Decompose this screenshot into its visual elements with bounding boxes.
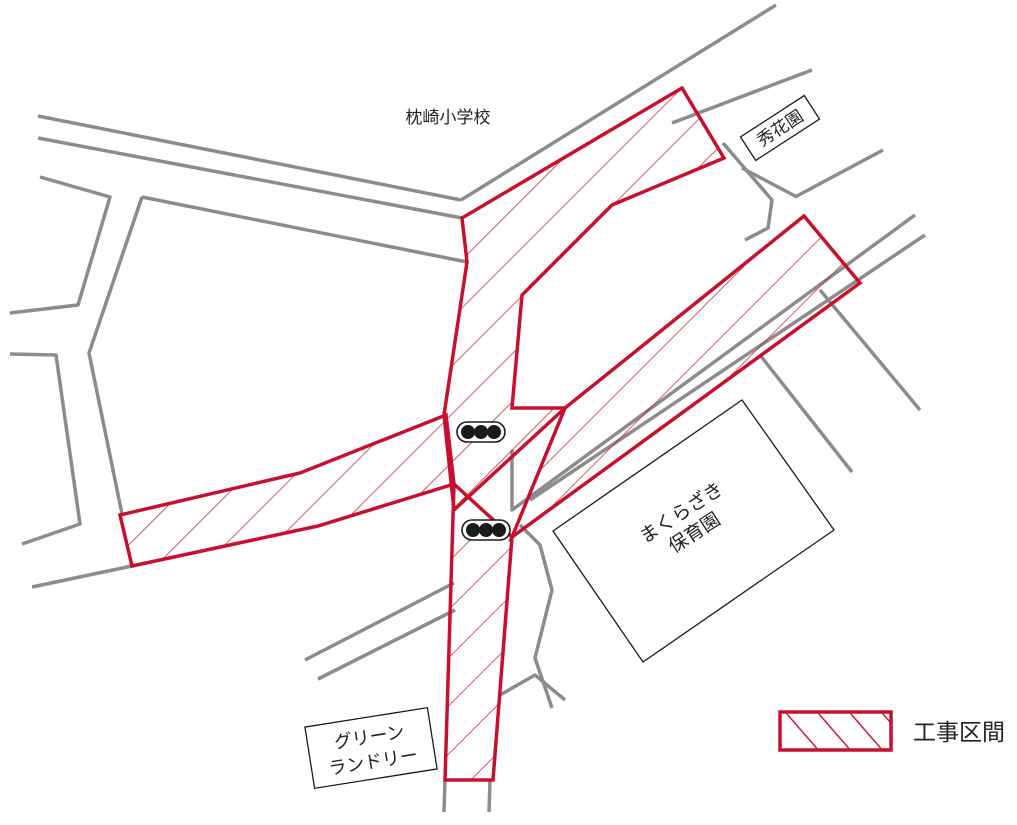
construction-section-west <box>117 412 456 569</box>
road-top-right-diagonal <box>460 3 777 202</box>
road-block-top <box>141 195 468 264</box>
road-south-west-lower <box>317 608 456 681</box>
road-northeast-c <box>794 148 884 199</box>
road-south-west-upper <box>304 581 455 662</box>
road-central-east <box>518 523 554 709</box>
traffic-signal-upper <box>456 421 506 443</box>
road-north-upper <box>37 114 462 202</box>
legend-hatch-swatch <box>778 710 893 752</box>
road-south-stub-right <box>487 779 492 813</box>
construction-sections <box>117 85 863 782</box>
nursery-building <box>552 399 835 663</box>
place-label-school: 枕崎小学校 <box>406 108 491 128</box>
road-northeast-d <box>741 166 798 199</box>
road-east-far <box>818 288 922 412</box>
road-north-lower <box>37 136 463 220</box>
road-south-stub-left <box>442 779 447 813</box>
road-south-east-short <box>499 673 567 702</box>
road-northeast-b <box>721 141 774 242</box>
road-southwest <box>31 564 133 589</box>
shukaen-sign: 秀花園 <box>739 94 821 162</box>
road-far-left-lower <box>9 352 82 546</box>
laundry-sign: グリーン ランドリー <box>304 706 438 790</box>
place-label-nursery: まくらざき 保育園 <box>635 477 727 558</box>
legend: 工事区間 <box>778 710 1005 752</box>
road-far-left-upper <box>9 175 112 315</box>
road-block-left <box>87 196 144 515</box>
traffic-signal-lower <box>461 519 511 541</box>
legend-label: 工事区間 <box>913 720 1005 746</box>
road-nursery-right <box>758 353 854 474</box>
construction-section-east <box>508 213 863 543</box>
